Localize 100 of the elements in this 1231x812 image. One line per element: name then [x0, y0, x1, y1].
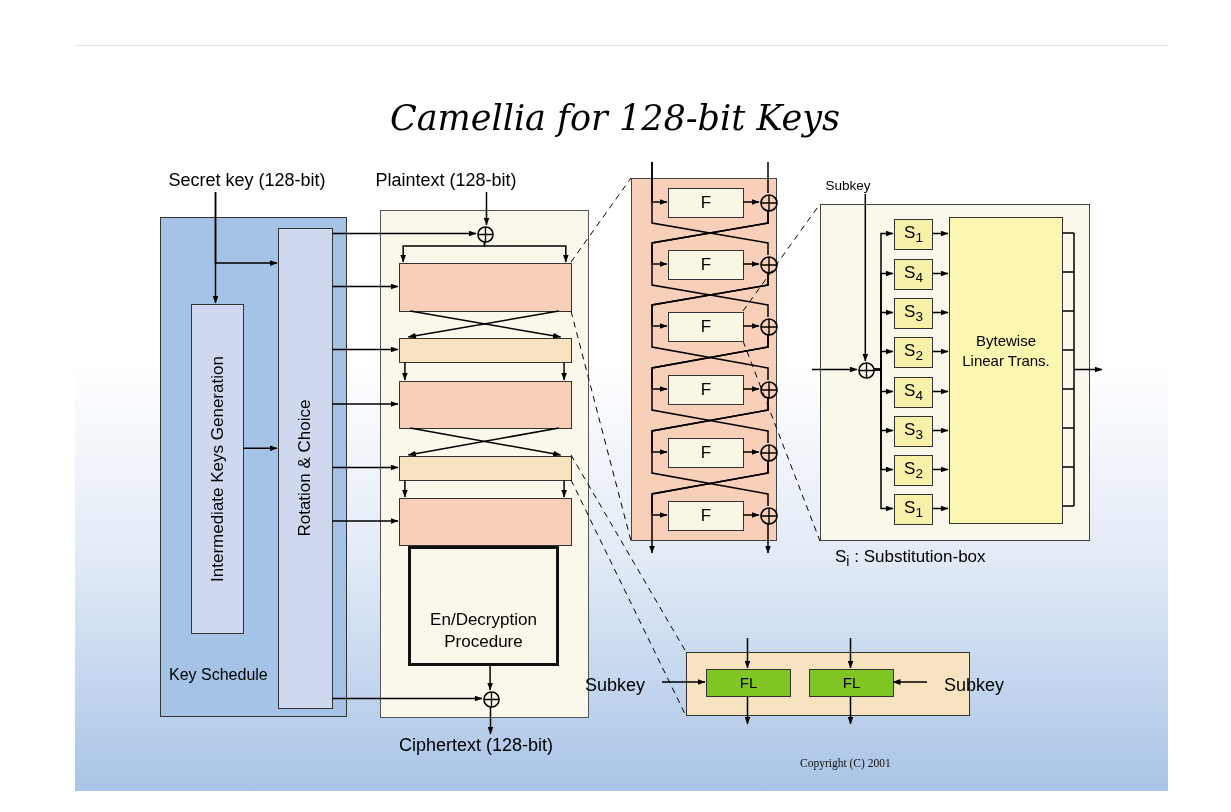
arrow — [331, 230, 477, 237]
dashed-guide-line — [570, 310, 632, 542]
fl-function-box — [809, 669, 894, 697]
s-box — [894, 416, 933, 447]
box-label: Key Schedule — [169, 665, 268, 686]
connector-line — [651, 210, 769, 318]
arrow — [214, 191, 278, 267]
round-block — [399, 381, 572, 429]
f-function-box — [668, 188, 744, 218]
xor-symbol — [477, 226, 494, 243]
vertical-label: Intermediate Keys Generation — [206, 356, 228, 582]
caption-label: S$_{i}$ : Substitution-box — [835, 547, 986, 570]
copyright-note: Copyright (C) 2001 — [800, 757, 891, 769]
xor-symbol — [483, 691, 500, 708]
signal-label: Plaintext (128-bit) — [354, 168, 538, 192]
arrow — [483, 191, 490, 226]
signal-label: Secret key (128-bit) — [142, 168, 352, 192]
f-function-box — [668, 250, 744, 280]
connector-line — [651, 334, 769, 444]
arrow — [931, 505, 949, 512]
fl-function-box — [706, 669, 791, 697]
arrow — [742, 323, 760, 329]
arrow — [862, 193, 869, 362]
xor-symbol — [858, 362, 875, 379]
xor-symbol — [760, 256, 778, 274]
arrow — [483, 241, 569, 263]
connector-line — [651, 397, 769, 507]
box-label: S$_{4}$ — [904, 379, 923, 406]
arrow — [487, 664, 494, 691]
arrow — [931, 270, 949, 277]
s-box — [894, 337, 933, 368]
s-box — [894, 377, 933, 408]
fl-layer-block — [399, 456, 572, 481]
s-box — [894, 455, 933, 486]
arrow — [931, 309, 949, 316]
box-label: FL — [842, 673, 861, 693]
box-label: S$_{4}$ — [904, 261, 923, 288]
box-label: F — [700, 378, 712, 401]
arrow — [649, 460, 769, 554]
box-label: Bytewise Linear Trans. — [961, 331, 1051, 370]
box-label: F — [700, 504, 712, 527]
box-label: S$_{2}$ — [904, 457, 923, 484]
xor-symbol — [760, 381, 778, 399]
arrow — [561, 361, 568, 381]
arrow — [487, 706, 494, 735]
linear-transform-box — [949, 217, 1063, 524]
feistel-panel — [631, 178, 777, 541]
arrow — [401, 361, 408, 381]
arrow — [931, 348, 949, 355]
box-label: F — [700, 253, 712, 276]
f-function-box — [668, 312, 744, 342]
signal-label: Subkey — [816, 176, 880, 194]
arrow — [847, 695, 854, 725]
arrow — [401, 479, 408, 498]
arrow — [744, 637, 751, 669]
round-block — [399, 263, 572, 312]
arrow — [1061, 232, 1103, 507]
arrow — [561, 479, 568, 498]
arrow — [742, 261, 760, 267]
arrow — [931, 466, 949, 473]
xor-symbol — [760, 444, 778, 462]
signal-label: Ciphertext (128-bit) — [386, 734, 566, 756]
s-box — [894, 259, 933, 290]
box-label: F — [700, 191, 712, 214]
connector-line — [651, 161, 769, 256]
s-box — [894, 494, 933, 525]
dashed-guide-line — [570, 454, 687, 653]
arrow — [931, 230, 949, 237]
slide-title: Camellia for 128-bit Keys — [389, 98, 841, 138]
arrow — [892, 679, 928, 685]
box-label: S$_{3}$ — [904, 300, 923, 327]
procedure-box — [408, 546, 559, 666]
arrow — [742, 512, 760, 518]
connector-line — [767, 161, 769, 194]
process-box — [191, 304, 244, 634]
arrow — [331, 695, 483, 702]
arrow — [242, 445, 278, 452]
arrow — [331, 464, 399, 471]
dashed-guide-line — [570, 177, 632, 263]
f-function-panel — [820, 204, 1090, 541]
arrow — [744, 695, 751, 725]
f-function-box — [668, 375, 744, 405]
arrow — [331, 518, 399, 524]
xor-symbol — [760, 194, 778, 212]
arrow — [811, 366, 858, 373]
arrow — [931, 427, 949, 434]
key-schedule-panel — [160, 217, 347, 717]
dashed-guide-line — [742, 340, 821, 542]
s-box — [894, 298, 933, 329]
box-label: En/Decryption Procedure — [429, 608, 538, 653]
connector-line — [651, 272, 769, 381]
box-label: F — [700, 441, 712, 464]
arrow — [661, 679, 706, 685]
arrow — [873, 368, 894, 512]
arrow — [742, 386, 760, 392]
arrow — [742, 199, 760, 205]
arrow — [847, 637, 854, 669]
box-label: S$_{3}$ — [904, 418, 923, 445]
fl-layer-block — [399, 338, 572, 363]
box-label: S$_{1}$ — [904, 221, 923, 248]
